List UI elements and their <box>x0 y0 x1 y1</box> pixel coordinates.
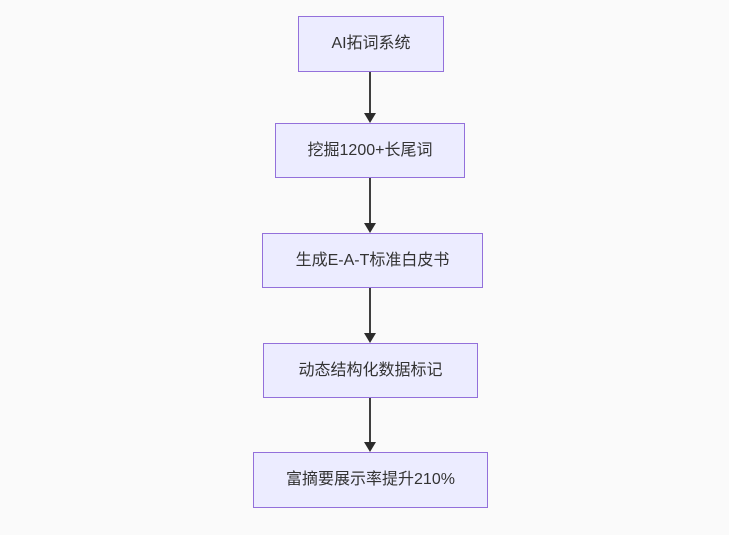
arrowhead-down-icon <box>364 333 376 343</box>
edge-line <box>369 72 371 114</box>
flow-edge-3 <box>363 288 377 343</box>
flow-edge-2 <box>363 178 377 233</box>
flow-node-longtail-mining: 挖掘1200+长尾词 <box>275 123 465 178</box>
edge-line <box>369 398 371 443</box>
arrowhead-down-icon <box>364 442 376 452</box>
flow-node-label: 动态结构化数据标记 <box>298 361 443 379</box>
flow-node-label: 富摘要展示率提升210% <box>286 471 455 489</box>
flow-node-structured-data-markup: 动态结构化数据标记 <box>263 343 478 398</box>
arrowhead-down-icon <box>364 113 376 123</box>
flow-node-label: 生成E-A-T标准白皮书 <box>295 251 450 269</box>
flow-edge-1 <box>363 72 377 123</box>
flow-node-label: AI拓词系统 <box>331 35 411 53</box>
flow-node-rich-snippet-result: 富摘要展示率提升210% <box>253 452 488 508</box>
arrowhead-down-icon <box>364 223 376 233</box>
flow-node-eat-whitepaper: 生成E-A-T标准白皮书 <box>262 233 483 288</box>
flow-edge-4 <box>363 398 377 452</box>
edge-line <box>369 178 371 224</box>
flow-node-label: 挖掘1200+长尾词 <box>307 141 433 159</box>
flow-node-ai-word-expansion: AI拓词系统 <box>298 16 444 72</box>
edge-line <box>369 288 371 334</box>
